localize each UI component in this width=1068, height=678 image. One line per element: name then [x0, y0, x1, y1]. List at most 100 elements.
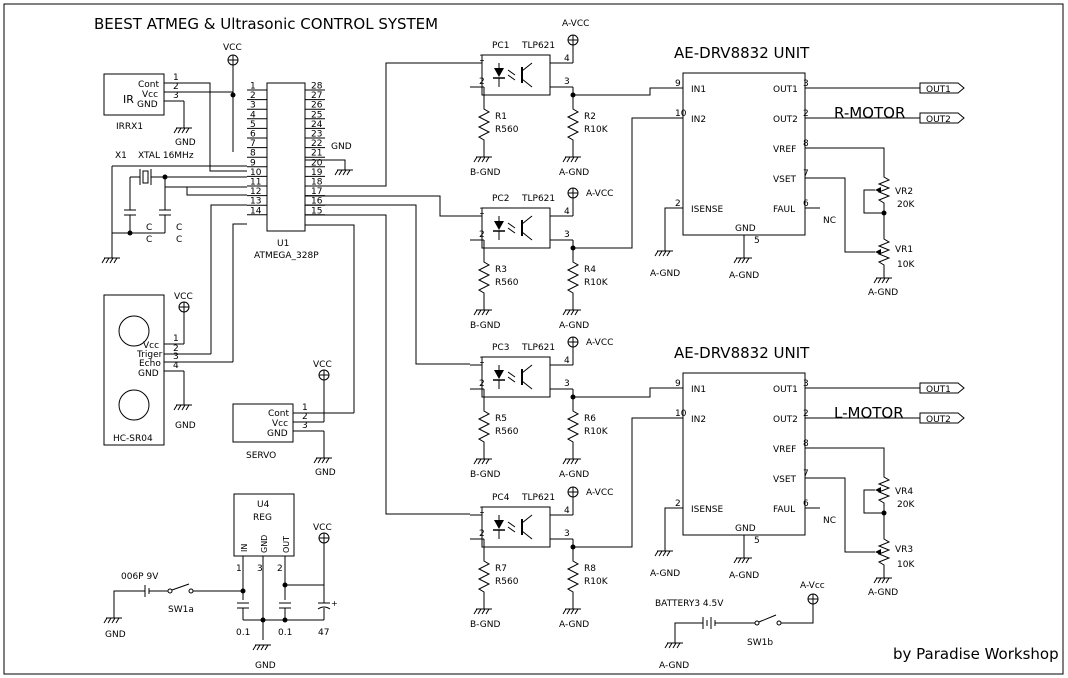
svg-text:IN1: IN1 — [691, 385, 706, 395]
svg-text:C: C — [146, 223, 152, 233]
svg-text:FAUL: FAUL — [773, 205, 795, 215]
svg-text:C: C — [146, 235, 152, 245]
mcu-pin-label: 23 — [311, 130, 322, 140]
mcu-pin-label: 24 — [311, 120, 323, 130]
svg-text:4: 4 — [564, 506, 570, 516]
svg-text:2: 2 — [173, 344, 179, 354]
svg-text:7: 7 — [803, 169, 809, 179]
ultrasonic-sensor-hc-sr04: Vcc Triger Echo GND HC-SR04 1 2 3 4 VCC … — [103, 292, 233, 446]
mcu-pin-label: 26 — [311, 101, 323, 111]
svg-text:U4: U4 — [257, 500, 270, 510]
svg-text:0.1: 0.1 — [236, 628, 250, 638]
schematic-title: BEEST ATMEG & Ultrasonic CONTROL SYSTEM — [94, 15, 438, 33]
svg-text:XTAL 16MHz: XTAL 16MHz — [138, 151, 194, 161]
svg-text:20K: 20K — [897, 500, 915, 510]
svg-text:FAUL: FAUL — [773, 505, 795, 515]
svg-text:2: 2 — [479, 77, 485, 87]
svg-text:VCC: VCC — [223, 43, 242, 53]
svg-text:3: 3 — [803, 379, 809, 389]
svg-text:VSET: VSET — [773, 175, 797, 185]
svg-text:A-GND: A-GND — [729, 271, 759, 281]
svg-text:R6: R6 — [584, 414, 596, 424]
pot-ref: VR1 — [895, 245, 913, 255]
mcu-pin-label: 2 — [250, 91, 256, 101]
mcu-pin-label: 28 — [311, 82, 323, 92]
svg-text:Cont: Cont — [268, 409, 289, 419]
svg-text:4: 4 — [564, 207, 570, 217]
svg-text:VREF: VREF — [773, 445, 796, 455]
svg-text:X1: X1 — [115, 151, 127, 161]
mcu-pin-label: 27 — [311, 91, 322, 101]
svg-text:GND: GND — [255, 661, 276, 671]
svg-text:2: 2 — [675, 499, 681, 509]
svg-text:9: 9 — [675, 379, 681, 389]
mcu-pin-label: 4 — [250, 110, 256, 120]
svg-text:GND: GND — [175, 138, 196, 148]
svg-text:3: 3 — [173, 91, 179, 101]
svg-text:OUT1: OUT1 — [773, 385, 798, 395]
svg-text:ATMEGA_328P: ATMEGA_328P — [254, 251, 319, 261]
svg-text:IN: IN — [240, 544, 249, 552]
mcu-pin-label: 6 — [250, 130, 256, 140]
svg-text:GND: GND — [331, 142, 352, 152]
svg-text:2: 2 — [479, 379, 485, 389]
mcu-pin-label: 21 — [311, 149, 322, 159]
svg-text:2: 2 — [479, 230, 485, 240]
svg-text:4: 4 — [173, 361, 179, 371]
svg-text:9: 9 — [675, 79, 681, 89]
svg-text:SW1b: SW1b — [747, 638, 773, 648]
svg-text:+: + — [331, 599, 338, 608]
svg-text:8: 8 — [803, 139, 809, 149]
svg-text:OUT2: OUT2 — [773, 415, 798, 425]
mcu-pin-label: 15 — [311, 206, 322, 216]
svg-text:GND: GND — [267, 429, 288, 439]
pot-ref: VR3 — [895, 545, 913, 555]
svg-text:HC-SR04: HC-SR04 — [113, 434, 153, 444]
svg-text:1: 1 — [173, 73, 179, 83]
mcu-pin-label: 13 — [250, 197, 261, 207]
svg-text:Triger: Triger — [136, 350, 163, 360]
output-port-label: OUT2 — [926, 115, 951, 125]
svg-text:3: 3 — [564, 529, 570, 539]
mcu-pin-label: 17 — [311, 187, 322, 197]
mcu-pin-label: 9 — [250, 158, 256, 168]
svg-text:R560: R560 — [495, 427, 519, 437]
svg-text:1: 1 — [302, 403, 308, 413]
svg-text:ISENSE: ISENSE — [691, 205, 723, 215]
svg-text:5: 5 — [754, 236, 760, 246]
svg-text:GND: GND — [260, 535, 269, 553]
svg-text:SERVO: SERVO — [246, 451, 276, 461]
svg-text:0.1: 0.1 — [278, 628, 292, 638]
svg-text:2: 2 — [302, 412, 308, 422]
svg-text:6: 6 — [803, 199, 809, 209]
svg-text:10: 10 — [675, 109, 687, 119]
svg-text:1: 1 — [479, 207, 485, 217]
vcc-supply-mcu: VCC — [223, 43, 242, 152]
driver-title: AE-DRV8832 UNIT — [674, 44, 810, 62]
mcu-pin-label: 7 — [250, 139, 256, 149]
output-port-label: OUT1 — [926, 85, 951, 95]
opto-part: TLP621 — [521, 493, 555, 503]
mcu-pin-label: 19 — [311, 168, 323, 178]
svg-text:3: 3 — [564, 77, 570, 87]
crystal-x1: X1 XTAL 16MHz C C C C — [101, 151, 247, 264]
svg-text:R560: R560 — [495, 125, 519, 135]
opto-ref: PC4 — [492, 493, 510, 503]
svg-text:R8: R8 — [584, 564, 596, 574]
opto-ref: PC3 — [492, 343, 509, 353]
svg-text:A-GND: A-GND — [559, 321, 589, 331]
mcu-pin-label: 14 — [250, 206, 262, 216]
svg-text:B-GND: B-GND — [470, 620, 500, 630]
svg-text:R560: R560 — [495, 278, 519, 288]
svg-text:IN1: IN1 — [691, 85, 706, 95]
svg-text:2: 2 — [479, 529, 485, 539]
svg-text:6: 6 — [803, 499, 809, 509]
mcu-pin-label: 16 — [311, 197, 323, 207]
svg-text:R10K: R10K — [584, 427, 609, 437]
svg-text:A-VCC: A-VCC — [586, 488, 613, 498]
svg-text:2: 2 — [173, 82, 179, 92]
